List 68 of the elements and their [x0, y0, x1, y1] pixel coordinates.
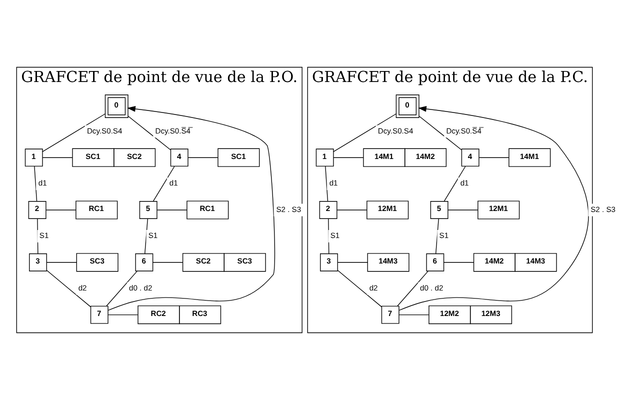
edge-label: d1 — [460, 178, 469, 188]
connector — [42, 114, 106, 152]
node-box: RC1 — [186, 200, 229, 220]
connector — [333, 114, 396, 152]
connector — [418, 116, 462, 150]
node-box: 0 — [396, 94, 420, 118]
node-box: 12M1 — [478, 200, 520, 220]
edge-label: d2 — [369, 284, 378, 293]
connector — [152, 262, 184, 263]
node-box: 14M1 — [508, 148, 551, 167]
node-box: 7 — [90, 306, 108, 324]
edge-label: S1 — [148, 231, 158, 240]
connector — [108, 314, 138, 316]
node-box: 3 — [29, 253, 47, 272]
edge-label: S1 — [439, 231, 449, 240]
connector — [144, 218, 148, 254]
node-box: 4 — [170, 148, 188, 167]
connector — [337, 262, 368, 263]
arrow — [398, 106, 589, 311]
node-box: 6 — [426, 253, 444, 272]
edge-label: d0 . d2 — [420, 284, 444, 293]
connector — [42, 157, 73, 158]
edge-label: d1 — [169, 178, 178, 188]
node-box: 12M1 — [366, 200, 409, 220]
connector — [128, 116, 171, 150]
node-box: 1 — [316, 148, 334, 167]
node-box: 5 — [139, 201, 158, 219]
node-box: 2 — [28, 201, 46, 219]
edge-label: S2 . S3 — [276, 204, 302, 214]
connector — [188, 157, 218, 158]
arrow — [108, 106, 276, 311]
edge-label: d1 — [329, 178, 338, 188]
edge-label: Dcy.S0.S4 — [378, 126, 414, 136]
edge-label: S1 — [39, 231, 49, 240]
edge-label: d2 — [78, 284, 87, 293]
connector — [46, 262, 77, 263]
connector — [152, 166, 175, 202]
connector — [333, 157, 364, 158]
edge-label: Dcy.S0.S̅4̅ — [446, 126, 482, 136]
connector — [34, 166, 38, 202]
edge-label: S1 — [330, 231, 340, 240]
edge-label: Dcy.S0.S4 — [86, 126, 122, 136]
connector — [397, 270, 428, 306]
connector — [435, 218, 439, 254]
edge-label: d1 — [38, 178, 47, 188]
connector — [444, 166, 466, 202]
node-box: 1 — [24, 148, 43, 167]
node-box: SC1 — [218, 148, 260, 167]
node-box: 3 — [320, 253, 338, 272]
edge-label: d0 . d2 — [129, 284, 152, 293]
connector — [444, 262, 474, 263]
node-box: 4 — [461, 148, 480, 167]
connector — [478, 157, 510, 158]
node-box: 6 — [135, 253, 154, 272]
node-box: RC1 — [76, 200, 118, 220]
connector — [106, 270, 138, 306]
connector — [37, 218, 38, 254]
edge-label: Dcy.S0.S̅4̅ — [155, 126, 190, 136]
node-box: 2 — [319, 201, 338, 219]
node-box: 7 — [381, 306, 400, 324]
node-box: SC3 — [76, 253, 118, 272]
node-box: 5 — [430, 201, 448, 219]
connector — [325, 166, 328, 202]
node-box: 14M3 — [367, 253, 410, 272]
node-box: 0 — [104, 94, 128, 118]
connector — [398, 314, 430, 316]
connector — [328, 218, 330, 254]
edge-label: S2 . S3 — [590, 204, 616, 214]
